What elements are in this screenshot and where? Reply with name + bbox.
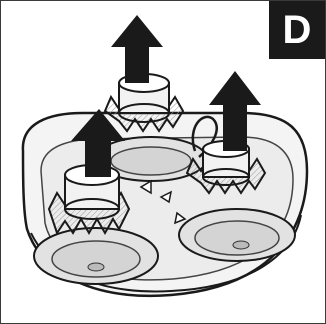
holder-chamber-left bbox=[34, 228, 158, 284]
holder-chamber-right bbox=[179, 209, 295, 261]
lift-arrow-top-icon bbox=[111, 15, 163, 83]
step-label-badge: D bbox=[269, 1, 325, 59]
